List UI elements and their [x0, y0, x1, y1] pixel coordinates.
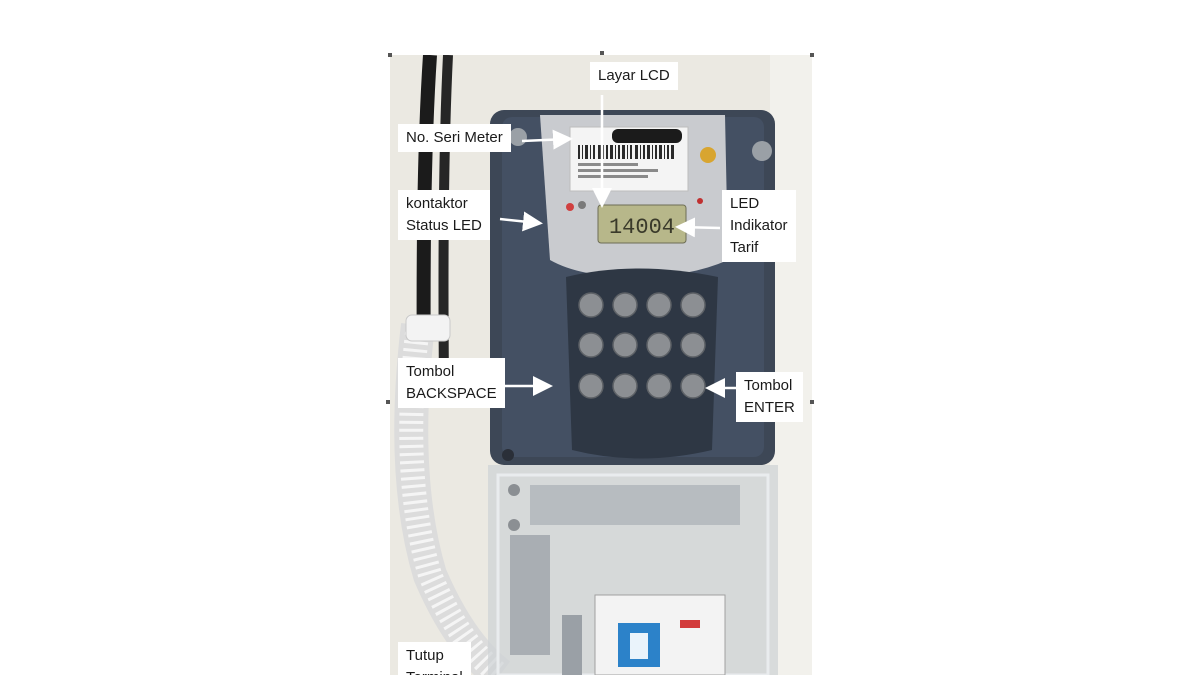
- label-tombol-backspace: Tombol BACKSPACE: [398, 358, 505, 408]
- label-text: Indikator: [730, 217, 788, 234]
- label-no-seri-meter: No. Seri Meter: [398, 124, 511, 152]
- label-text: Terminal: [406, 667, 463, 675]
- frame-corner-mark: [810, 400, 814, 404]
- annotation-arrows: [499, 95, 740, 398]
- label-text: Layar LCD: [598, 67, 670, 84]
- label-text: No. Seri Meter: [406, 129, 503, 146]
- keypad: [578, 292, 706, 399]
- label-text: Status LED: [406, 217, 482, 234]
- label-text: Tutup: [406, 647, 444, 664]
- label-led-indikator-tarif: LED Indikator Tarif: [722, 190, 796, 262]
- label-text: LED: [730, 195, 760, 212]
- label-tombol-enter: Tombol ENTER: [736, 372, 803, 422]
- label-layar-lcd: Layar LCD: [590, 62, 678, 90]
- label-text: Tombol: [406, 363, 455, 380]
- lcd-reading: 14004: [609, 215, 675, 240]
- arrow-icon: [675, 217, 721, 238]
- arrow-icon: [499, 211, 543, 232]
- label-text: BACKSPACE: [406, 385, 497, 402]
- label-tutup-terminal: Tutup Terminal: [398, 642, 471, 675]
- label-text: kontaktor: [406, 195, 468, 212]
- arrow-icon: [521, 129, 573, 150]
- frame-corner-mark: [810, 53, 814, 57]
- frame-corner-mark: [388, 53, 392, 57]
- label-kontaktor-status-led: kontaktor Status LED: [398, 190, 490, 240]
- label-text: Tombol: [744, 377, 793, 394]
- frame-corner-mark: [600, 51, 604, 55]
- label-text: Tarif: [730, 239, 759, 256]
- frame-corner-mark: [386, 400, 390, 404]
- label-text: ENTER: [744, 399, 795, 416]
